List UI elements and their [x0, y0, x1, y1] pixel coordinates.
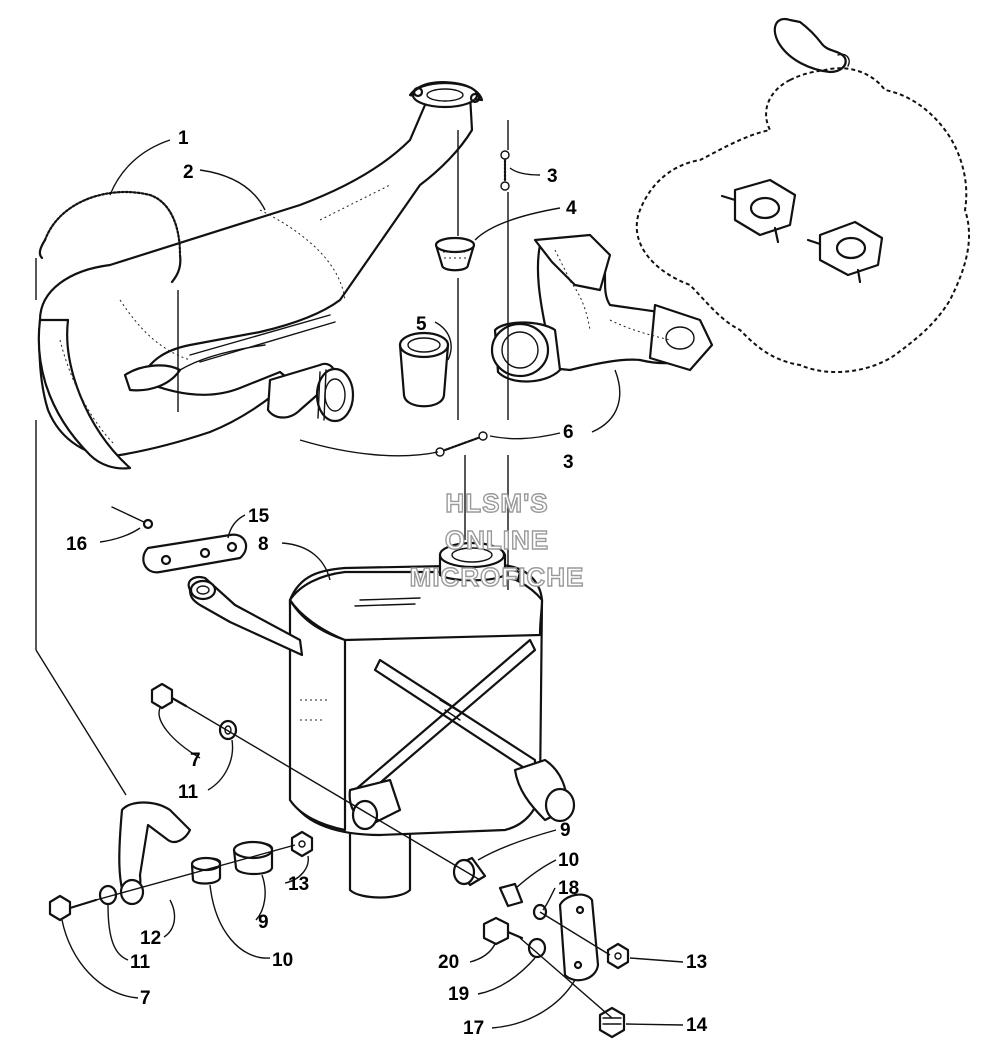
engine-exhaust-flange-2	[806, 220, 884, 284]
rubber-mount-part-9-left	[232, 840, 274, 876]
callout-9-left: 9	[258, 912, 269, 933]
callout-14: 14	[686, 1015, 708, 1036]
callout-6: 6	[563, 422, 574, 443]
bushing-part-10-left	[190, 856, 222, 885]
silencer-part-8	[187, 541, 576, 899]
seal-ring-part-5	[398, 331, 450, 408]
callout-11-upper: 11	[178, 782, 199, 803]
gasket-part-4	[434, 236, 476, 272]
callout-3-lower: 3	[563, 452, 574, 473]
manifold-part-6	[490, 233, 714, 383]
callout-4: 4	[566, 198, 577, 219]
callout-20: 20	[438, 952, 459, 973]
engine-outline	[635, 17, 971, 374]
rubber-mount-part-9-right	[452, 856, 487, 887]
callout-15: 15	[248, 506, 270, 527]
plate-part-17	[558, 893, 600, 982]
assembly-lines	[35, 120, 613, 1019]
callout-9-right: 9	[560, 820, 571, 841]
leader-lines	[61, 139, 684, 1029]
watermark: HLSM'S ONLINE MICROFICHE	[409, 487, 585, 592]
nut-part-13-right	[606, 942, 630, 970]
callout-16: 16	[66, 534, 87, 555]
callout-7-upper: 7	[190, 750, 201, 771]
bracket-part-15	[142, 533, 248, 574]
watermark-line-1: HLSM'S	[445, 488, 548, 518]
washer-part-19	[527, 937, 547, 959]
spring-part-3-lower	[435, 431, 488, 457]
callout-18: 18	[558, 878, 579, 899]
callout-5: 5	[416, 314, 427, 335]
callout-12: 12	[140, 928, 161, 949]
callout-17: 17	[463, 1018, 484, 1039]
callout-19: 19	[448, 984, 469, 1005]
washer-part-11-upper	[218, 719, 238, 741]
nut-part-14	[598, 1006, 626, 1039]
callout-11-lower: 11	[130, 952, 151, 973]
bracket-part-12	[118, 801, 192, 906]
callout-13-right: 13	[686, 952, 707, 973]
callout-3-upper: 3	[547, 166, 558, 187]
callout-2: 2	[183, 162, 194, 183]
expansion-chamber	[37, 81, 484, 470]
bolt-part-7-upper	[150, 682, 188, 710]
bolt-part-20	[482, 916, 524, 946]
callout-13-left: 13	[288, 874, 309, 895]
nut-part-13-left	[290, 830, 314, 858]
callout-7-lower: 7	[140, 988, 151, 1009]
watermark-line-3: MICROFICHE	[410, 562, 585, 592]
callout-10-right: 10	[558, 850, 579, 871]
watermark-line-2: ONLINE	[445, 525, 549, 555]
callout-10-left: 10	[272, 950, 293, 971]
engine-exhaust-flange-1	[720, 178, 797, 244]
bolt-part-7-lower	[48, 894, 98, 922]
callout-numbers: 1 2 3 4 5 6 3 16 15 8 7 11 9 10 18 13 12…	[66, 128, 708, 1039]
spring-part-1	[38, 190, 182, 284]
callout-8: 8	[258, 534, 269, 555]
spring-part-3-upper	[500, 150, 510, 191]
bushing-part-10-right	[498, 882, 524, 908]
callout-1: 1	[178, 128, 189, 149]
pin-part-16	[111, 506, 154, 530]
